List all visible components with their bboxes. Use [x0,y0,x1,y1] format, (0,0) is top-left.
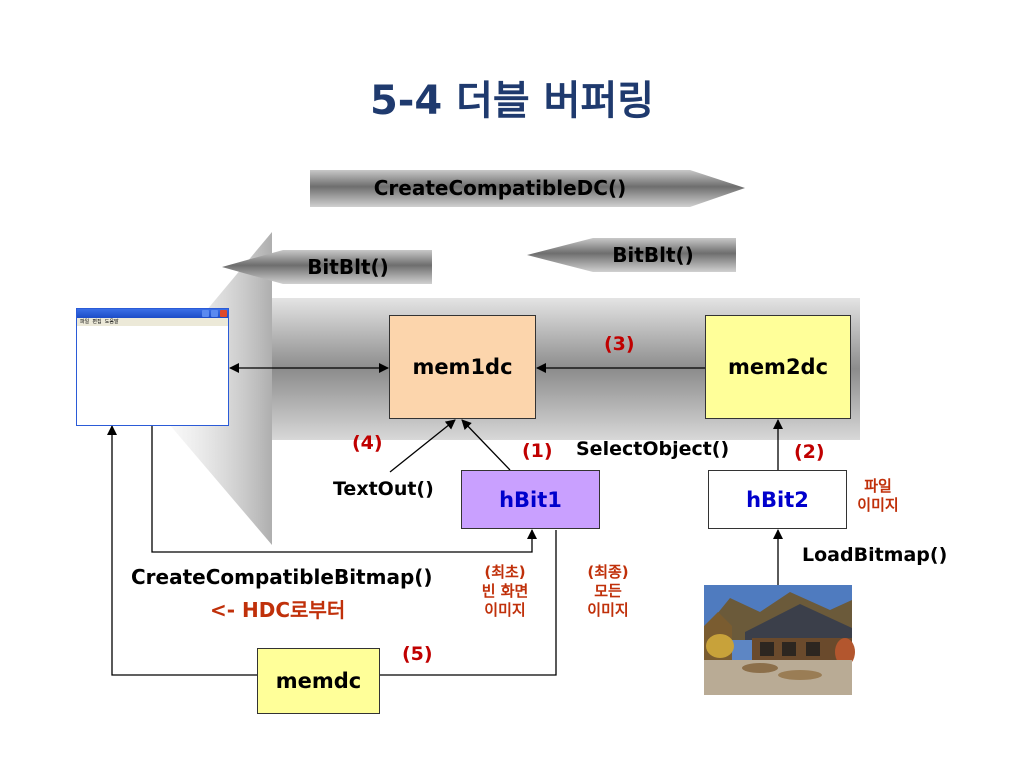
app-window: 파일 편집 도움말 [76,308,229,426]
maximize-icon [211,310,218,317]
hbit1-box: hBit1 [461,470,600,529]
mem1dc-box: mem1dc [389,315,536,419]
step-5-label: (5) [402,643,433,665]
create-compatible-bitmap-label: CreateCompatibleBitmap() [131,565,433,589]
memdc-box: memdc [257,648,380,714]
file-image-note: 파일 이미지 [848,477,908,515]
step-2-label: (2) [794,441,825,463]
close-icon [220,310,227,317]
house-photo [704,585,855,695]
note-line: 이미지 [587,601,629,619]
mem2dc-box: mem2dc [705,315,851,419]
note-line: (최종) [587,563,629,581]
minimize-icon [202,310,209,317]
hbit2-box: hBit2 [708,470,847,529]
bitblt-right-label: BitBlt() [612,243,694,267]
initial-blank-note: (최초) 빈 화면 이미지 [466,563,544,620]
bitblt-left-arrow-shape [222,250,432,284]
from-hdc-label: <- HDC로부터 [210,598,346,622]
final-all-note: (최종) 모든 이미지 [571,563,645,620]
connectors [107,363,783,676]
note-line: 빈 화면 [481,582,529,600]
note-line: 파일 [864,477,892,495]
create-compatible-dc-label: CreateCompatibleDC() [373,176,627,200]
selectobject-label: SelectObject() [576,438,730,460]
loadbitmap-label: LoadBitmap() [802,544,948,566]
create-dc-arrow-shape [310,170,745,207]
window-titlebar [77,309,228,318]
bitblt-right-arrow-shape [527,238,736,272]
step-3-label: (3) [604,333,635,355]
menu-item: 편집 [92,319,102,325]
menu-item: 파일 [80,319,90,325]
bitblt-left-label: BitBlt() [307,255,389,279]
note-line: 이미지 [484,601,526,619]
note-line: 이미지 [857,496,899,514]
textout-label: TextOut() [333,478,434,500]
step-4-label: (4) [352,432,383,454]
step-1-label: (1) [522,440,553,462]
menu-item: 도움말 [104,319,119,325]
note-line: 모든 [594,582,622,600]
window-menubar: 파일 편집 도움말 [77,318,228,326]
page-title: 5-4 더블 버퍼링 [369,78,655,124]
note-line: (최초) [484,563,526,581]
